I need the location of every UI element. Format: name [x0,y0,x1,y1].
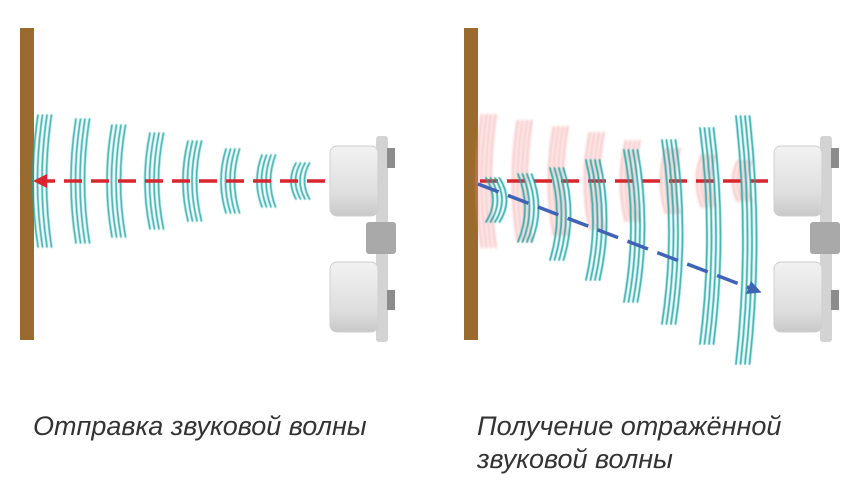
wall-icon [20,28,34,340]
reflected-wave-arc [739,115,749,365]
reflected-wave-arc [498,177,508,223]
reflected-wave-arc [521,173,531,243]
sending-panel [0,0,420,380]
reflected-wave-arc [627,149,637,303]
reflected-wave-arc [703,127,713,345]
wall-icon [464,28,478,340]
receiving-diagram [464,28,840,365]
wave-front-arc [224,148,232,214]
reflected-wave-arc [589,159,599,281]
reflected-wave-arc [526,173,535,243]
reflected-wave-arc [712,127,722,345]
wave-front-arc [195,140,203,222]
outgoing-wave-arc [633,139,641,223]
reflected-wave-arc [585,159,594,281]
ultrasonic-sensor-icon [329,136,396,342]
reflected-wave-arc [661,139,670,325]
reflected-wave-arc [674,139,684,325]
wave-front-arc [115,124,122,238]
wave-front-arc [220,148,227,214]
ultrasonic-sensor-icon [773,136,840,342]
wave-front-arc [83,118,91,244]
reflected-wave-arc [632,149,641,303]
sending-diagram [20,28,396,342]
reflected-wave-arc [748,115,758,365]
wave-front-arc [191,140,198,222]
reflected-wave-arc [699,127,708,345]
wave-front-arc [110,124,118,238]
reflected-wave-arc [594,159,603,281]
outgoing-wave-arc [583,131,592,231]
reflected-wave-arc [735,115,744,365]
reflected-wave-arc [708,127,717,345]
return-arrow [477,182,762,295]
reflected-wave-fronts [485,115,758,365]
receiving-caption-line2: звуковой волны [477,444,673,474]
reflected-wave-arc [558,167,567,261]
reflected-wave-arc [517,173,526,243]
reflected-wave-arc [489,177,499,223]
reflected-wave-arc [598,159,608,281]
outgoing-wave-arc [475,113,484,249]
receiving-panel [430,0,850,380]
reflected-wave-arc [485,177,494,223]
reflected-wave-arc [670,139,679,325]
sending-caption: Отправка звуковой волны [33,411,367,441]
outgoing-wave-arc [525,119,533,243]
reflected-wave-arc [665,139,675,325]
wave-front-arc [303,162,311,200]
reflected-wave-arc [553,167,563,261]
wave-front-arc [299,162,306,200]
receiving-caption-line1: Получение отражённой [477,411,782,441]
reflected-wave-arc [623,149,632,303]
reflected-wave-arc [562,167,572,261]
receiving-caption: Получение отражённой звуковой волны [477,410,781,476]
reflected-wave-arc [494,177,503,223]
reflected-wave-arc [636,149,646,303]
reflected-wave-arc [744,115,753,365]
wave-front-arc [269,154,277,208]
